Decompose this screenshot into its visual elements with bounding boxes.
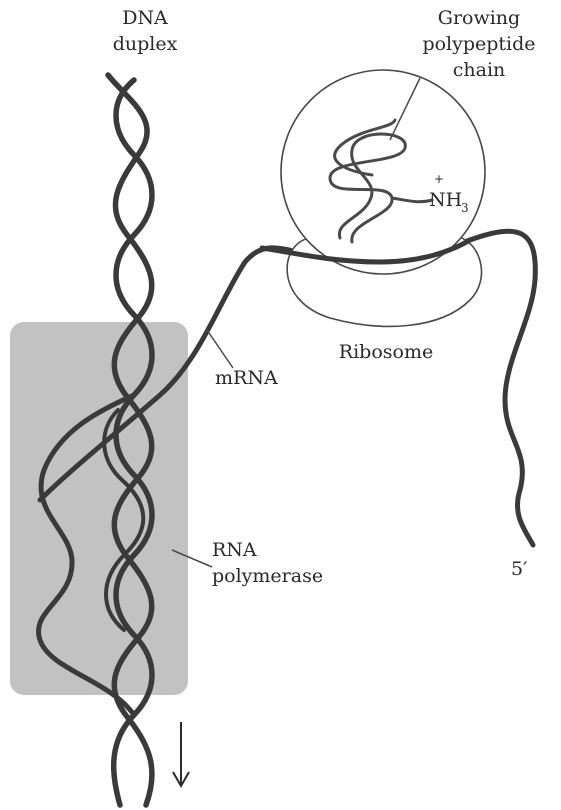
five-prime-label: 5′ [511,558,527,580]
mrna-label: mRNA [215,367,278,389]
ribosome-label: Ribosome [339,341,433,363]
rna-polymerase-block [10,322,188,695]
down-arrow-icon [173,722,189,786]
nh3-charge: + [434,172,444,186]
nh3-label: NH [429,189,462,211]
growing-chain-label-line1: Growing [438,7,520,29]
rna-polymerase-label-line2: polymerase [212,565,323,587]
dna-duplex-label-line1: DNA [122,7,168,29]
nh3-subscript: 3 [461,201,469,215]
rna-polymerase-label-line1: RNA [212,539,257,561]
growing-chain-label-line3: chain [453,59,506,81]
ribosome-large-subunit [281,70,485,274]
dna-duplex-label-line2: duplex [113,33,178,55]
growing-chain-label-line2: polypeptide [422,33,535,55]
mrna-leader [207,330,233,368]
